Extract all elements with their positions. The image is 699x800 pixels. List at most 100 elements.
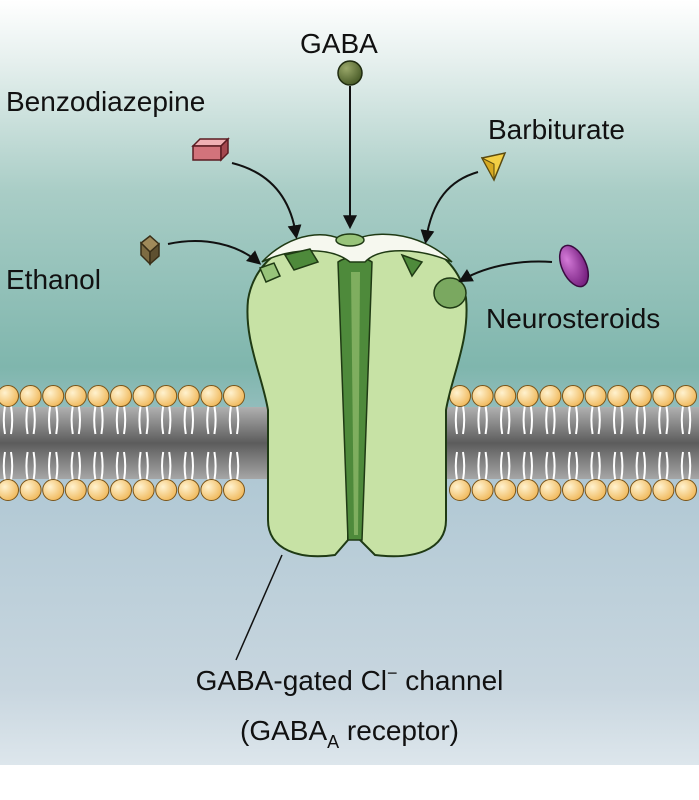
lipid-tail xyxy=(2,451,6,481)
lipid-tail xyxy=(590,451,594,481)
lipid-tail xyxy=(620,405,624,435)
lipid-tail xyxy=(522,451,526,481)
lipid-head xyxy=(652,385,675,407)
lipid-head xyxy=(64,385,87,407)
caption-receptor-suffix: receptor) xyxy=(339,715,459,746)
lipid-tail xyxy=(55,405,59,435)
lipid-head xyxy=(223,479,245,501)
lipid-head xyxy=(449,385,471,407)
caption-chloride-charge: − xyxy=(387,663,398,683)
lipid-tail xyxy=(183,405,187,435)
lipid-tail xyxy=(77,405,81,435)
lipid-tail xyxy=(32,451,36,481)
lipid-tail xyxy=(25,405,29,435)
lipid-tail xyxy=(93,451,97,481)
lipid-tail xyxy=(665,405,669,435)
ethanol-binding-site xyxy=(258,262,282,283)
lipid-head xyxy=(19,385,42,407)
lipid-head xyxy=(607,479,630,501)
lipid-tail xyxy=(145,405,149,435)
neurosteroid-ellipsoid xyxy=(558,244,590,288)
lipid-tail xyxy=(635,451,639,481)
lipid-head xyxy=(584,385,607,407)
label-benzodiazepine: Benzodiazepine xyxy=(6,86,206,117)
neurosteroid-molecule xyxy=(458,244,590,288)
lipid-tail xyxy=(100,405,104,435)
lipid-tail xyxy=(115,451,119,481)
label-barbiturate: Barbiturate xyxy=(488,114,625,145)
lipid-tail xyxy=(567,451,571,481)
lipid-tail xyxy=(213,405,217,435)
caption-line-1: GABA-gated Cl− channel xyxy=(0,664,699,696)
lipid-tail xyxy=(77,451,81,481)
benzodiazepine-arrow xyxy=(231,162,302,240)
lipid-tail xyxy=(161,405,165,435)
lipid-tail xyxy=(462,405,466,435)
lipid-head xyxy=(110,479,132,501)
lipid-head xyxy=(177,385,200,407)
lipid-head xyxy=(155,479,178,501)
caption-channel-text: GABA-gated Cl xyxy=(195,665,388,696)
lipid-tail xyxy=(529,405,533,435)
lipid-head xyxy=(177,479,200,501)
lipid-head xyxy=(539,385,562,407)
lipid-head xyxy=(516,385,539,407)
lipid-tail xyxy=(32,405,36,435)
caption-receptor-prefix: (GABA xyxy=(240,715,328,746)
lipid-tail xyxy=(688,405,692,435)
benzodiazepine-molecule xyxy=(191,137,302,240)
gaba-ball xyxy=(337,60,363,86)
lipid-tail xyxy=(545,405,549,435)
lipid-tail xyxy=(48,405,52,435)
barbiturate-arrow xyxy=(420,171,479,245)
lipid-tail xyxy=(190,451,194,481)
lipid-tail xyxy=(529,451,533,481)
lipid-tail xyxy=(100,451,104,481)
lipid-tail xyxy=(688,451,692,481)
label-gaba: GABA xyxy=(300,28,378,59)
caption-leader-line xyxy=(235,554,283,661)
lipid-tail xyxy=(206,451,210,481)
lipid-head xyxy=(584,479,607,501)
lipid-tail xyxy=(552,405,556,435)
lipid-tail xyxy=(145,451,149,481)
lipid-head xyxy=(110,385,132,407)
lipid-tail xyxy=(642,405,646,435)
lipid-tail xyxy=(183,451,187,481)
lipid-head xyxy=(64,479,87,501)
lipid-tail xyxy=(567,405,571,435)
lipid-tail xyxy=(168,451,172,481)
lipid-head xyxy=(539,479,562,501)
label-neurosteroids: Neurosteroids xyxy=(486,303,661,334)
lipid-head xyxy=(562,479,584,501)
lipid-tail xyxy=(477,451,481,481)
lipid-head xyxy=(200,479,223,501)
neurosteroid-binding-site xyxy=(433,277,467,309)
lipid-tail xyxy=(613,451,617,481)
lipid-tail xyxy=(123,451,127,481)
channel-top-rim xyxy=(261,233,453,263)
lipid-tail xyxy=(10,405,14,435)
lipid-tail xyxy=(70,405,74,435)
lipid-tail xyxy=(484,451,488,481)
benzodiazepine-binding-site xyxy=(283,248,320,271)
lipid-head xyxy=(87,385,110,407)
ethanol-molecule xyxy=(139,235,262,266)
lipid-head xyxy=(652,479,675,501)
lipid-tail xyxy=(70,451,74,481)
lipid-tail xyxy=(575,405,579,435)
lipid-head xyxy=(494,479,517,501)
lipid-tail xyxy=(213,451,217,481)
lipid-tail xyxy=(115,405,119,435)
lipid-head xyxy=(132,385,155,407)
lipid-tail xyxy=(545,451,549,481)
lipid-tail xyxy=(613,405,617,435)
lipid-head xyxy=(494,385,517,407)
label-ethanol: Ethanol xyxy=(6,264,101,295)
caption-line-2: (GABAA receptor) xyxy=(0,715,699,752)
lipid-tail xyxy=(55,451,59,481)
lipid-tail xyxy=(680,405,684,435)
lipid-tail xyxy=(500,405,504,435)
lipid-tail xyxy=(635,405,639,435)
